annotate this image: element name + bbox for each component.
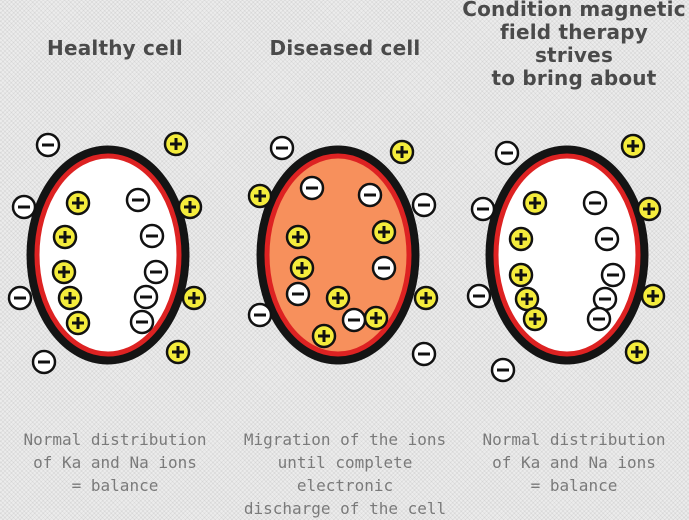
positive-ion-icon	[179, 196, 201, 218]
negative-ion-icon	[472, 198, 494, 220]
negative-ion-icon	[413, 194, 435, 216]
negative-ion-icon	[13, 196, 35, 218]
negative-ion-icon	[127, 189, 149, 211]
positive-ion-icon	[516, 288, 538, 310]
positive-ion-icon	[54, 226, 76, 248]
positive-ion-icon	[313, 325, 335, 347]
positive-ion-icon	[642, 285, 664, 307]
negative-ion-icon	[602, 264, 624, 286]
positive-ion-icon	[626, 341, 648, 363]
positive-ion-icon	[165, 133, 187, 155]
positive-ion-icon	[287, 226, 309, 248]
negative-ion-icon	[373, 257, 395, 279]
negative-ion-icon	[37, 134, 59, 156]
positive-ion-icon	[183, 287, 205, 309]
panel-diseased-cell: Diseased cell Migration of the ions unti…	[230, 0, 460, 509]
positive-ion-icon	[67, 312, 89, 334]
panel-caption: Normal distribution of Ka and Na ions = …	[459, 428, 689, 497]
negative-ion-icon	[359, 184, 381, 206]
positive-ion-icon	[373, 221, 395, 243]
positive-ion-icon	[638, 198, 660, 220]
positive-ion-icon	[524, 192, 546, 214]
panel-heading: Diseased cell	[230, 37, 460, 60]
negative-ion-icon	[249, 304, 271, 326]
negative-ion-icon	[135, 286, 157, 308]
negative-ion-icon	[145, 261, 167, 283]
positive-ion-icon	[622, 135, 644, 157]
negative-ion-icon	[584, 192, 606, 214]
panel-caption: Migration of the ions until complete ele…	[230, 428, 460, 520]
positive-ion-icon	[391, 141, 413, 163]
panel-healthy-cell: Healthy cell Normal distribution of Ka a…	[0, 0, 230, 509]
negative-ion-icon	[131, 311, 153, 333]
panel-therapy-goal: Condition magnetic field therapy strives…	[459, 0, 689, 509]
positive-ion-icon	[327, 287, 349, 309]
positive-ion-icon	[291, 257, 313, 279]
cell-membrane	[31, 150, 185, 360]
negative-ion-icon	[413, 343, 435, 365]
positive-ion-icon	[415, 287, 437, 309]
panel-heading: Healthy cell	[0, 37, 230, 60]
negative-ion-icon	[468, 285, 490, 307]
cell-membrane	[261, 150, 415, 360]
negative-ion-icon	[33, 351, 55, 373]
positive-ion-icon	[167, 341, 189, 363]
negative-ion-icon	[271, 137, 293, 159]
negative-ion-icon	[301, 177, 323, 199]
positive-ion-icon	[510, 264, 532, 286]
cell-diagram	[0, 110, 230, 400]
positive-ion-icon	[510, 228, 532, 250]
negative-ion-icon	[141, 225, 163, 247]
positive-ion-icon	[249, 185, 271, 207]
cell-diagram	[459, 110, 689, 400]
positive-ion-icon	[67, 192, 89, 214]
positive-ion-icon	[365, 307, 387, 329]
negative-ion-icon	[9, 287, 31, 309]
negative-ion-icon	[596, 228, 618, 250]
negative-ion-icon	[287, 283, 309, 305]
panel-caption: Normal distribution of Ka and Na ions = …	[0, 428, 230, 497]
positive-ion-icon	[59, 287, 81, 309]
positive-ion-icon	[524, 308, 546, 330]
negative-ion-icon	[343, 309, 365, 331]
negative-ion-icon	[588, 308, 610, 330]
negative-ion-icon	[594, 288, 616, 310]
panel-heading: Condition magnetic field therapy strives…	[459, 0, 689, 90]
cell-membrane	[490, 150, 644, 360]
negative-ion-icon	[496, 142, 518, 164]
negative-ion-icon	[492, 359, 514, 381]
cell-diagram	[230, 110, 460, 400]
positive-ion-icon	[53, 261, 75, 283]
